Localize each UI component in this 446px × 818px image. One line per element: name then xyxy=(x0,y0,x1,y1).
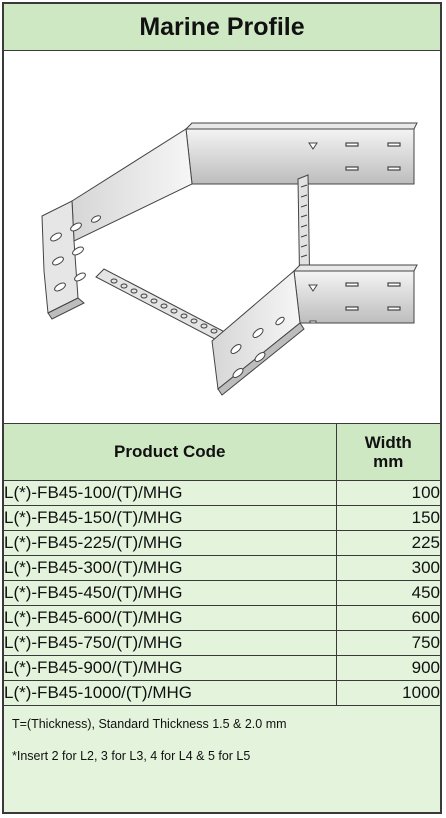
table-row: L(*)-FB45-600/(T)/MHG 600 xyxy=(4,605,440,631)
column-header-product-code: Product Code xyxy=(4,424,337,481)
table-row: L(*)-FB45-100/(T)/MHG 100 xyxy=(4,480,440,506)
product-code-cell: L(*)-FB45-450/(T)/MHG xyxy=(4,580,337,606)
width-cell: 300 xyxy=(335,555,440,581)
table-row: L(*)-FB45-300/(T)/MHG 300 xyxy=(4,555,440,581)
width-cell: 100 xyxy=(335,480,440,506)
page-title: Marine Profile xyxy=(4,4,440,51)
width-cell: 900 xyxy=(335,655,440,681)
product-table: Product Code Width mm L(*)-FB45-100/(T)/… xyxy=(4,424,440,706)
width-cell: 225 xyxy=(335,530,440,556)
product-code-cell: L(*)-FB45-900/(T)/MHG xyxy=(4,655,337,681)
table-row: L(*)-FB45-1000/(T)/MHG 1000 xyxy=(4,680,440,706)
width-cell: 1000 xyxy=(335,680,440,706)
insert-note: *Insert 2 for L2, 3 for L3, 4 for L4 & 5… xyxy=(4,742,440,778)
product-code-cell: L(*)-FB45-100/(T)/MHG xyxy=(4,480,337,506)
thickness-note: T=(Thickness), Standard Thickness 1.5 & … xyxy=(4,706,440,742)
width-cell: 600 xyxy=(335,605,440,631)
product-code-cell: L(*)-FB45-1000/(T)/MHG xyxy=(4,680,337,706)
table-row: L(*)-FB45-750/(T)/MHG 750 xyxy=(4,630,440,656)
product-code-cell: L(*)-FB45-150/(T)/MHG xyxy=(4,505,337,531)
product-code-cell: L(*)-FB45-600/(T)/MHG xyxy=(4,605,337,631)
cable-ladder-bend-image xyxy=(41,122,418,396)
width-cell: 750 xyxy=(335,630,440,656)
width-cell: 150 xyxy=(335,505,440,531)
product-sheet: Marine Profile xyxy=(2,2,442,814)
table-row: L(*)-FB45-450/(T)/MHG 450 xyxy=(4,580,440,606)
table-row: L(*)-FB45-150/(T)/MHG 150 xyxy=(4,505,440,531)
product-code-cell: L(*)-FB45-300/(T)/MHG xyxy=(4,555,337,581)
product-code-cell: L(*)-FB45-225/(T)/MHG xyxy=(4,530,337,556)
width-header-label: Width xyxy=(364,433,412,452)
product-code-cell: L(*)-FB45-750/(T)/MHG xyxy=(4,630,337,656)
table-row: L(*)-FB45-225/(T)/MHG 225 xyxy=(4,530,440,556)
table-header-row: Product Code Width mm xyxy=(4,424,440,481)
width-cell: 450 xyxy=(335,580,440,606)
column-header-width: Width mm xyxy=(335,424,440,481)
product-illustration xyxy=(4,51,440,424)
table-row: L(*)-FB45-900/(T)/MHG 900 xyxy=(4,655,440,681)
width-header-unit: mm xyxy=(373,452,404,471)
